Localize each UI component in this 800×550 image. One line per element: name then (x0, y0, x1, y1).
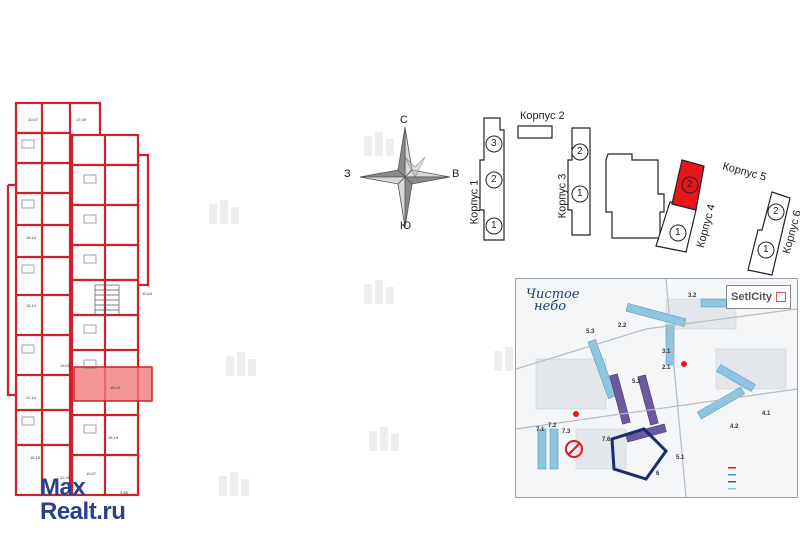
building-center-block (605, 153, 665, 239)
section-number: 1 (675, 227, 681, 238)
site-map: Чистое небо SetlCity 3.2 2.2 5.3 3.1 2.1… (515, 278, 798, 498)
watermark-ghost-icon (369, 427, 399, 451)
compass-north: С (400, 114, 408, 126)
watermark-ghost-icon (209, 200, 239, 224)
room-area-label: 3,58 (120, 490, 128, 495)
room-area-label: 16,18 (30, 455, 41, 460)
plot-number: 4.1 (762, 411, 771, 417)
section-number: 1 (491, 220, 497, 231)
building-korpus-6 (747, 191, 791, 276)
plot-number: 5.1 (676, 455, 685, 461)
plot-number: 7.6 (602, 437, 611, 443)
compass-east: В (452, 168, 460, 180)
floor-plan: 10,07 17,09 16,14 16,14 10,64 12,14 16,1… (0, 95, 160, 515)
buildings-plan: 3 2 1 2 1 2 1 2 1 Корпус 1 Корпус 2 Корп… (460, 100, 800, 280)
target-marker (565, 440, 583, 458)
selected-building-outline (610, 427, 668, 481)
section-number-highlighted: 2 (687, 179, 693, 190)
room-area-label: 12,14 (26, 395, 37, 400)
room-area-label: 16,14 (26, 235, 37, 240)
compass-rose: С Ю З В (340, 112, 470, 242)
korpus-1-label: Корпус 1 (468, 179, 481, 225)
watermark-ghost-icon (364, 132, 394, 156)
section-number: 2 (773, 206, 779, 217)
selected-flat (73, 366, 153, 402)
brand-logo: SetlCity (726, 285, 791, 309)
logo-line: Чистое (526, 287, 580, 302)
brand-name: SetlCity (731, 291, 772, 303)
section-number: 1 (763, 244, 769, 255)
plot-number: 7.3 (562, 429, 571, 435)
watermark-ghost-icon (364, 280, 394, 304)
logo-line: небо (534, 299, 567, 314)
room-area-label: 12,25 (60, 475, 71, 480)
plot-number: 7.1 (536, 427, 545, 433)
korpus-3-label: Корпус 3 (556, 173, 569, 219)
plot-number: 3.1 (662, 349, 671, 355)
room-area-label: 15,19 (108, 435, 119, 440)
compass-icon (359, 126, 451, 228)
room-area-label: 10,07 (86, 471, 97, 476)
project-logo: Чистое небо (526, 287, 580, 314)
plot-number: 7.2 (548, 423, 557, 429)
room-area-label: 17,09 (76, 117, 87, 122)
room-area-label: 19,01 (60, 363, 71, 368)
plot-number: 2.2 (618, 323, 627, 329)
plot-number: 3.2 (688, 293, 697, 299)
compass-west: З (344, 168, 351, 180)
section-number: 2 (491, 174, 497, 185)
plot-number: 2.1 (662, 365, 671, 371)
building-korpus-2 (517, 125, 553, 139)
section-number: 2 (577, 146, 583, 157)
plot-number: 6 (656, 471, 660, 477)
room-area-label: 10,64 (142, 291, 153, 296)
room-area-label: 10,07 (28, 117, 39, 122)
watermark-line1: Max (40, 474, 86, 501)
watermark-line2: Realt.ru (40, 498, 126, 525)
compass-south: Ю (400, 220, 412, 232)
room-area-label: 16,19 (110, 385, 121, 390)
plot-number: 5.2 (632, 379, 641, 385)
plot-number: 4.2 (730, 424, 739, 430)
korpus-2-label: Корпус 2 (520, 110, 565, 122)
section-number: 1 (577, 188, 583, 199)
plot-number: 5.3 (586, 329, 595, 335)
brand-square-icon (776, 292, 786, 302)
section-number: 3 (491, 138, 497, 149)
watermark-ghost-icon (219, 472, 249, 496)
watermark-logo: Max Realt.ru (40, 474, 126, 525)
room-area-label: 16,14 (26, 303, 37, 308)
watermark-ghost-icon (226, 352, 256, 376)
